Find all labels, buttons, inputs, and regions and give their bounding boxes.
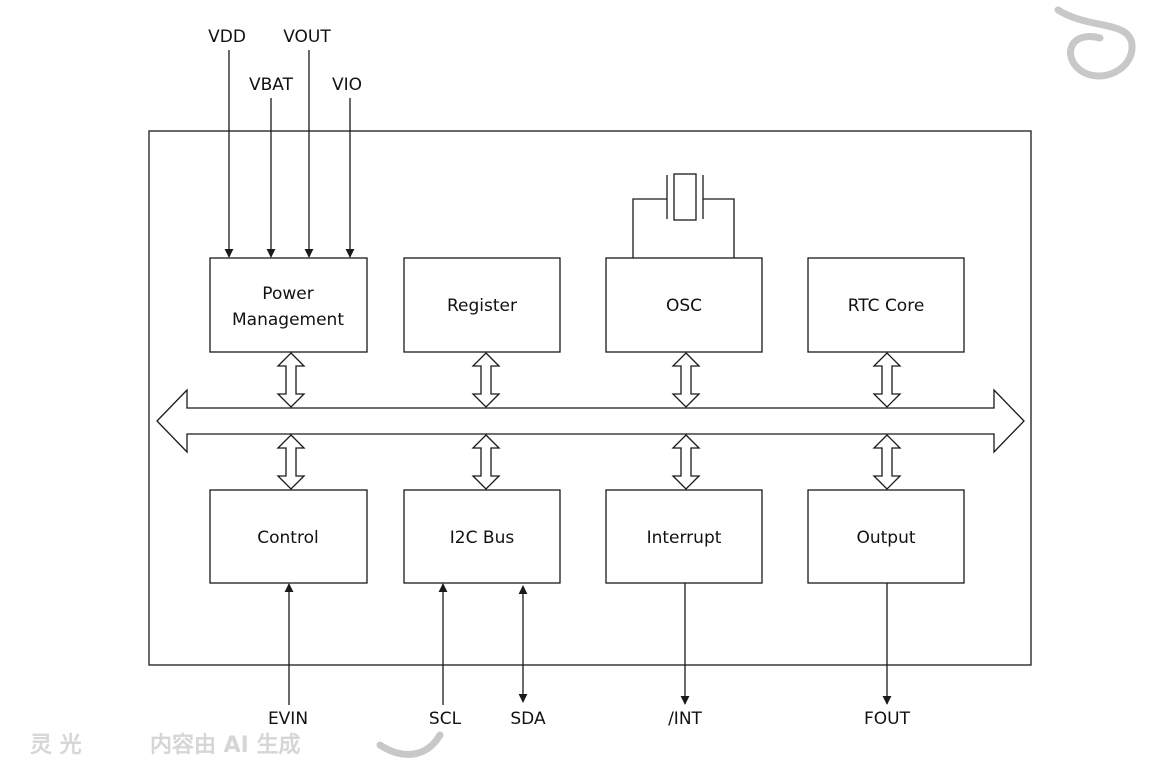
io-pins: EVIN SCL SDA /INT FOUT xyxy=(268,583,911,729)
sda-label: SDA xyxy=(510,709,546,729)
vio-label: VIO xyxy=(332,75,362,95)
power-management-label-line1: Power xyxy=(262,284,313,304)
vbat-label: VBAT xyxy=(249,75,294,95)
scl-label: SCL xyxy=(429,709,462,729)
interrupt-bus-connector xyxy=(671,434,701,490)
register-bus-connector xyxy=(471,352,501,408)
register-block: Register xyxy=(403,257,561,353)
rtc-core-label: RTC Core xyxy=(848,296,925,316)
i2c-bus-connector xyxy=(471,434,501,490)
control-label: Control xyxy=(257,528,318,548)
register-label: Register xyxy=(447,296,517,316)
evin-label: EVIN xyxy=(268,709,308,729)
osc-block: OSC xyxy=(605,257,763,353)
power-bus-connector xyxy=(276,352,306,408)
chip-boundary xyxy=(148,130,1032,666)
svg-text:灵 光: 灵 光 xyxy=(30,733,82,758)
int-label: /INT xyxy=(668,709,702,729)
power-management-block: Power Management xyxy=(209,257,368,353)
output-label: Output xyxy=(856,528,915,548)
output-bus-connector xyxy=(872,434,902,490)
control-block: Control xyxy=(209,489,368,584)
control-bus-connector xyxy=(276,434,306,490)
i2c-bus-label: I2C Bus xyxy=(450,528,515,548)
output-block: Output xyxy=(807,489,965,584)
vout-label: VOUT xyxy=(283,27,331,47)
rtc-core-block: RTC Core xyxy=(807,257,965,353)
osc-label: OSC xyxy=(666,296,702,316)
bus-connectors xyxy=(276,352,902,490)
power-pins: VDD VOUT VBAT VIO xyxy=(208,27,362,258)
i2c-bus-block: I2C Bus xyxy=(403,489,561,584)
vdd-label: VDD xyxy=(208,27,246,47)
interrupt-block: Interrupt xyxy=(605,489,763,584)
watermark: 灵 光 内容由 AI 生成 xyxy=(30,6,1136,758)
power-management-label-line2: Management xyxy=(232,310,344,330)
crystal-icon xyxy=(632,173,735,258)
svg-text:内容由 AI 生成: 内容由 AI 生成 xyxy=(150,732,301,758)
rtc-bus-connector xyxy=(872,352,902,408)
fout-label: FOUT xyxy=(864,709,911,729)
osc-bus-connector xyxy=(671,352,701,408)
interrupt-label: Interrupt xyxy=(647,528,722,548)
internal-bus xyxy=(156,388,1025,454)
